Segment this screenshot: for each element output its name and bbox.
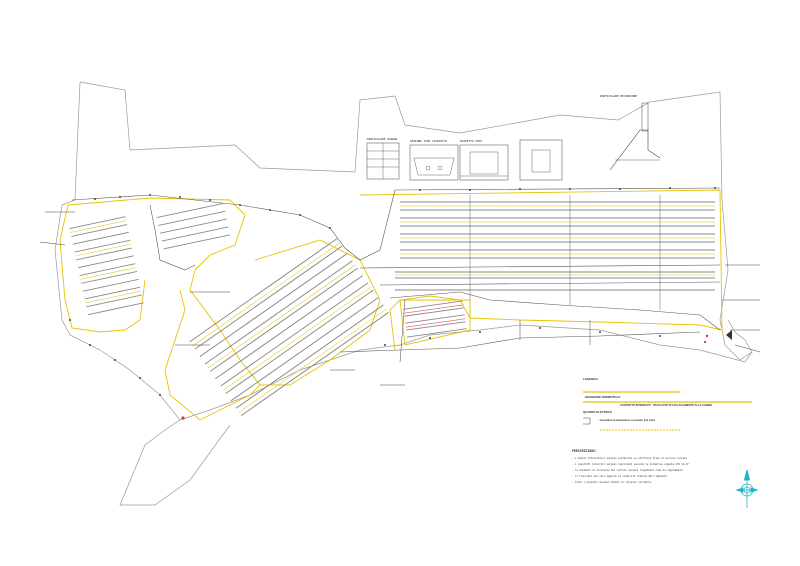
- legend-line-2: CAVIDOTTO INTERRATO - TRACCIATO DI COLLE…: [620, 403, 712, 407]
- pv-array-west: [69, 216, 144, 316]
- pv-array-central-north: [156, 203, 231, 250]
- accent-markers: [181, 334, 709, 420]
- site-boundary-west: [54, 81, 181, 421]
- site-boundary: [79, 81, 753, 361]
- pv-array-south-east: [403, 300, 467, 338]
- notes-title: PRESCRIZIONI:: [572, 449, 597, 453]
- callout-leaders: [39, 211, 761, 386]
- notes-line-4: - il tracciato dei cavi seguirà la viabi…: [572, 475, 668, 478]
- detail-pozzetto: POZZETTO TIPO: [459, 139, 509, 181]
- detail-label-2: SEZIONE TIPO CAVIDOTTO: [410, 139, 447, 143]
- legend-line-4: QUADRO ELETTRICO: [583, 410, 613, 414]
- legend-line-1: RECINZIONE PERIMETRALE: [585, 395, 621, 399]
- notes-line-2: - i cavidotti interrati saranno realizza…: [572, 463, 689, 466]
- notes-line-5: - tutti i pozzetti saranno dotati di chi…: [572, 481, 652, 484]
- pv-array-south-central: [189, 238, 389, 417]
- legend-title: LEGENDA:: [583, 377, 599, 381]
- detail-label-4: PARTICOLARE RECINZIONE: [600, 94, 637, 98]
- detail-cavidotto: SEZIONE TIPO CAVIDOTTO: [409, 139, 459, 181]
- pv-array-east-main: [395, 195, 715, 310]
- detail-quadro: PARTICOLARE QUADRO: [366, 137, 400, 180]
- legend-line-3: - cassettina di derivazione / pozzetto (…: [598, 418, 655, 422]
- north-compass-icon: [735, 469, 759, 508]
- entrance-arrow-icon: [726, 330, 732, 340]
- cable-pozzetti: [69, 187, 716, 396]
- detail-shed: [519, 139, 563, 181]
- legend: LEGENDA: RECINZIONE PERIMETRALE CAVIDOTT…: [583, 377, 752, 431]
- cable-route: [71, 187, 721, 353]
- site-boundary-south: [119, 324, 753, 506]
- notes-block: PRESCRIZIONI: - i moduli fotovoltaici sa…: [572, 449, 689, 484]
- perimeter-fence: [59, 189, 723, 421]
- detail-label-1: PARTICOLARE QUADRO: [367, 137, 398, 141]
- detail-label-3: POZZETTO TIPO: [460, 139, 482, 143]
- notes-line-3: - le distanze di sicurezza dai confini s…: [572, 469, 683, 472]
- detail-recinzione: PARTICOLARE RECINZIONE: [600, 94, 661, 171]
- notes-line-1: - i moduli fotovoltaici saranno installa…: [572, 457, 688, 460]
